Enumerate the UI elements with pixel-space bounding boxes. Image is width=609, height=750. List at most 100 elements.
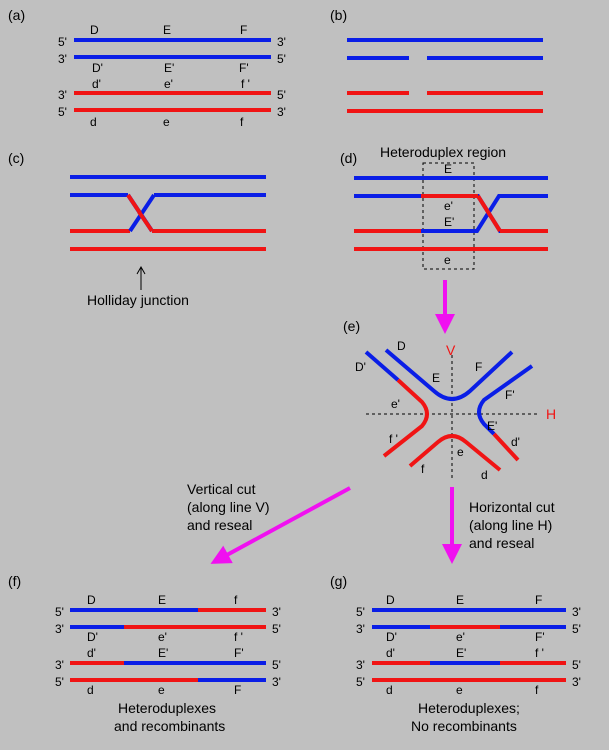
e-label: d bbox=[481, 468, 488, 482]
axis-v-label: V bbox=[446, 342, 456, 358]
region-label: E bbox=[444, 162, 452, 176]
end-label: 3' bbox=[55, 622, 64, 636]
e-label: D' bbox=[355, 360, 366, 374]
gene-label: e' bbox=[164, 77, 173, 91]
gene-label: D bbox=[386, 593, 395, 607]
end-label: 3' bbox=[356, 658, 365, 672]
gene-label: d' bbox=[87, 646, 96, 660]
panel-d: (d) Heteroduplex region E e' E' e bbox=[340, 144, 548, 270]
gene-label: e bbox=[158, 683, 165, 697]
caption-line2: No recombinants bbox=[411, 718, 517, 734]
horizontal-cut-line1: Horizontal cut bbox=[469, 499, 555, 515]
gene-label: D' bbox=[92, 61, 103, 75]
e-label: e bbox=[457, 445, 464, 459]
panel-g-tag: (g) bbox=[330, 573, 347, 589]
heteroduplex-box bbox=[422, 162, 475, 270]
gene-label: F' bbox=[239, 61, 249, 75]
end-label: 3' bbox=[277, 35, 286, 49]
gene-label: d bbox=[90, 115, 97, 129]
gene-label: D' bbox=[386, 630, 397, 644]
strand-d-cross-red bbox=[476, 194, 502, 233]
e-label: F' bbox=[505, 388, 515, 402]
gene-label: f bbox=[535, 683, 539, 697]
strand-e-left-red bbox=[382, 378, 429, 458]
end-label: 3' bbox=[356, 622, 365, 636]
region-label: e bbox=[444, 253, 451, 267]
e-label: f bbox=[421, 462, 425, 476]
end-label: 5' bbox=[58, 105, 67, 119]
gene-label: F' bbox=[234, 646, 244, 660]
gene-label: d' bbox=[386, 646, 395, 660]
caption-line2: and recombinants bbox=[114, 718, 225, 734]
strand-e-bottom bbox=[408, 434, 502, 472]
e-label: E' bbox=[487, 419, 497, 433]
region-label: e' bbox=[444, 199, 453, 213]
gene-label: e' bbox=[456, 630, 465, 644]
vertical-cut-line3: and reseal bbox=[187, 517, 252, 533]
strand-e-right-blue bbox=[477, 364, 534, 436]
gene-label: E bbox=[456, 593, 464, 607]
panel-e-tag: (e) bbox=[343, 318, 360, 334]
gene-label: e bbox=[456, 683, 463, 697]
gene-label: F bbox=[240, 23, 247, 37]
panel-d-tag: (d) bbox=[340, 150, 357, 166]
gene-label: F bbox=[535, 593, 542, 607]
end-label: 3' bbox=[58, 88, 67, 102]
end-label: 3' bbox=[572, 675, 581, 689]
holliday-junction-label: Holliday junction bbox=[87, 292, 189, 308]
e-label: f ' bbox=[389, 432, 398, 446]
arrow-vertical-cut bbox=[210, 486, 351, 564]
gene-label: f bbox=[234, 593, 238, 607]
gene-label: e bbox=[163, 115, 170, 129]
end-label: 5' bbox=[356, 605, 365, 619]
gene-label: F bbox=[234, 683, 241, 697]
gene-label: F' bbox=[535, 630, 545, 644]
region-label: E' bbox=[444, 215, 454, 229]
gene-label: E' bbox=[456, 646, 466, 660]
e-label: E bbox=[432, 371, 440, 385]
end-label: 3' bbox=[55, 658, 64, 672]
end-label: 5' bbox=[572, 658, 581, 672]
end-label: 3' bbox=[272, 605, 281, 619]
end-label: 3' bbox=[272, 675, 281, 689]
gene-label: E' bbox=[164, 61, 174, 75]
gene-label: d' bbox=[92, 77, 101, 91]
strand-e-top bbox=[384, 348, 514, 401]
gene-label: E bbox=[158, 593, 166, 607]
e-label: e' bbox=[391, 397, 400, 411]
gene-label: d bbox=[386, 683, 393, 697]
e-label: F bbox=[475, 360, 482, 374]
gene-label: d bbox=[87, 683, 94, 697]
panel-f-tag: (f) bbox=[8, 573, 21, 589]
end-label: 5' bbox=[58, 35, 67, 49]
axis-h-label: H bbox=[546, 406, 556, 422]
end-label: 5' bbox=[356, 675, 365, 689]
strand-e-right-red bbox=[492, 432, 520, 462]
gene-label: E' bbox=[158, 646, 168, 660]
strand-d3-right bbox=[421, 194, 548, 233]
panel-e: (e) V H D D' E F F' e' E' f ' f e d d' bbox=[343, 318, 556, 482]
end-label: 5' bbox=[277, 88, 286, 102]
vertical-cut-line2: (along line V) bbox=[187, 499, 270, 515]
end-label: 5' bbox=[272, 622, 281, 636]
e-label: D bbox=[397, 339, 406, 353]
panel-c-tag: (c) bbox=[8, 150, 24, 166]
gene-label: f bbox=[240, 115, 244, 129]
gene-label: f ' bbox=[241, 77, 250, 91]
caption-line1: Heteroduplexes bbox=[118, 700, 216, 716]
end-label: 3' bbox=[58, 52, 67, 66]
panel-b: (b) bbox=[330, 7, 543, 113]
panel-g: (g) 5' 3' 3' 5' 3' 5' 5' 3' D E F D' e' … bbox=[330, 573, 581, 734]
gene-label: E bbox=[163, 23, 171, 37]
end-label: 5' bbox=[272, 658, 281, 672]
end-label: 3' bbox=[277, 105, 286, 119]
gene-label: D bbox=[87, 593, 96, 607]
panel-f: (f) 5' 3' 3' 5' 3' 5' 5' 3' D E f D' e' … bbox=[8, 573, 281, 734]
panel-a-tag: (a) bbox=[8, 7, 25, 23]
strand-e-left-blue bbox=[364, 350, 400, 382]
heteroduplex-region-label: Heteroduplex region bbox=[380, 144, 506, 160]
e-label: d' bbox=[511, 435, 520, 449]
end-label: 5' bbox=[55, 675, 64, 689]
